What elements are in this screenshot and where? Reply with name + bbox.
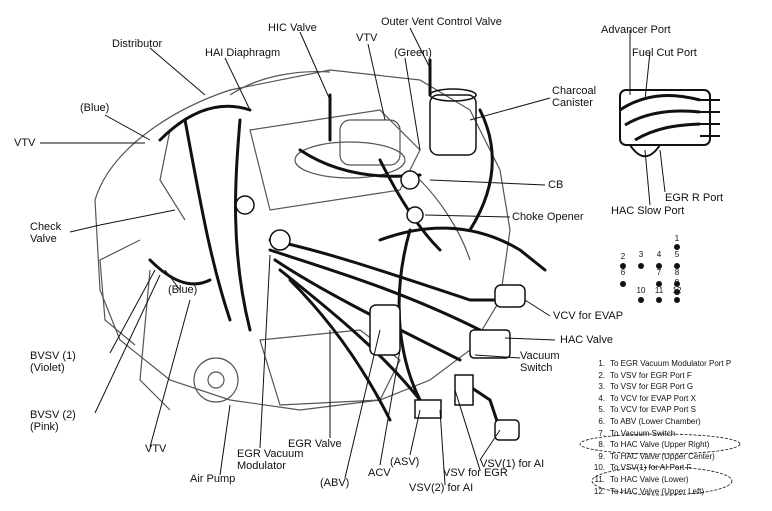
pointer-lines xyxy=(40,27,666,486)
label-blue-mid: (Blue) xyxy=(168,284,198,296)
label-egr-valve: EGR Valve xyxy=(288,438,342,450)
port-number: 11 xyxy=(654,286,664,295)
label-bvsv2: BVSV (2) (Pink) xyxy=(30,409,76,433)
vacuum-hoses xyxy=(148,58,547,432)
legend-item: 12.To HAC Valve (Upper Left) xyxy=(593,486,705,496)
label-hac-valve: HAC Valve xyxy=(560,334,613,346)
legend-item: 1.To EGR Vacuum Modulator Port P xyxy=(598,359,732,368)
port-dot xyxy=(674,281,680,287)
label-vcv-for-evap: VCV for EVAP xyxy=(553,310,624,322)
port-number: 2 xyxy=(620,252,626,261)
port-number: 4 xyxy=(656,250,662,259)
label-choke-opener: Choke Opener xyxy=(512,211,584,223)
port-dot xyxy=(620,263,626,269)
legend-item: 6.To ABV (Lower Chamber) xyxy=(598,416,701,426)
port-dot xyxy=(638,263,644,269)
label-asv: (ASV) xyxy=(390,456,420,468)
port-dot-grid xyxy=(620,244,680,303)
label-distributor: Distributor xyxy=(112,38,163,50)
port-number: 9 xyxy=(674,278,680,287)
legend-item: 3.To VSV for EGR Port G xyxy=(598,382,694,392)
port-pipes-detail xyxy=(619,94,701,142)
label-vsv2-for-ai: VSV(2) for AI xyxy=(409,482,474,494)
charcoal-canister-shape xyxy=(429,88,477,156)
port-dot xyxy=(674,244,680,250)
label-green: (Green) xyxy=(394,47,432,59)
port-number: 10 xyxy=(636,286,646,295)
label-cb: CB xyxy=(548,179,564,191)
port-dot xyxy=(656,281,662,287)
port-number: 3 xyxy=(638,250,644,259)
port-dot xyxy=(638,297,644,303)
port-number: 6 xyxy=(620,268,626,277)
label-hac-slow-port: HAC Slow Port xyxy=(611,205,685,217)
port-dot xyxy=(674,263,680,269)
legend-item: 5.To VCV for EVAP Port S xyxy=(598,405,696,415)
label-check-valve: Check Valve xyxy=(30,221,62,245)
legend-item: 8.To HAC Valve (Upper Right) xyxy=(598,440,710,450)
label-fuel-cut-port: Fuel Cut Port xyxy=(632,47,697,59)
label-vsv1-for-ai: VSV(1) for AI xyxy=(480,458,545,470)
label-hai-diaphragm: HAI Diaphragm xyxy=(205,47,281,59)
port-dot xyxy=(656,263,662,269)
port-number: 8 xyxy=(674,268,680,277)
label-outer-vent-control-valve: Outer Vent Control Valve xyxy=(381,16,502,28)
legend-item: 7.To Vacuum Switch xyxy=(598,428,676,438)
label-blue-top: (Blue) xyxy=(80,102,110,114)
legend-circles xyxy=(579,433,741,496)
port-number: 1 xyxy=(674,234,680,243)
port-dot xyxy=(674,289,680,295)
port-number: 7 xyxy=(656,268,662,277)
port-dot xyxy=(620,281,626,287)
label-vtv-bottom: VTV xyxy=(145,443,167,455)
port-dot xyxy=(674,297,680,303)
label-vtv-top: VTV xyxy=(356,32,378,44)
port-dot xyxy=(656,297,662,303)
label-acv: ACV xyxy=(368,467,391,479)
label-abv: (ABV) xyxy=(320,477,350,489)
label-hic-valve: HIC Valve xyxy=(268,22,317,34)
distributor-cap xyxy=(619,89,720,158)
label-egr-r-port: EGR R Port xyxy=(665,192,724,204)
label-vtv-left: VTV xyxy=(14,137,36,149)
engine-outline xyxy=(94,69,511,411)
label-charcoal-canister: Charcoal Canister xyxy=(552,85,597,109)
legend-item: 9.To HAC Valve (Upper Center) xyxy=(598,451,715,461)
label-vsv-for-egr: VSV for EGR xyxy=(443,467,508,479)
hose-legend: 1.To EGR Vacuum Modulator Port P 2.To VS… xyxy=(579,358,767,497)
legend-item: 2.To VSV for EGR Port F xyxy=(598,370,692,380)
port-number: 5 xyxy=(674,250,680,259)
legend-item: 11.To HAC Valve (Lower) xyxy=(594,474,689,484)
legend-item: 4.To VCV for EVAP Port X xyxy=(598,393,696,403)
port-number-grid: 1 2 3 4 5 6 7 8 9 10 11 12 xyxy=(612,234,696,306)
label-bvsv1: BVSV (1) (Violet) xyxy=(30,350,76,374)
label-air-pump: Air Pump xyxy=(190,473,236,485)
port-number: 12 xyxy=(672,286,682,295)
legend-item: 10.To VSV(1) for AI Port F xyxy=(593,463,692,473)
label-vacuum-switch: Vacuum Switch xyxy=(520,350,560,374)
label-egr-vacuum-modulator: EGR Vacuum Modulator xyxy=(237,448,304,472)
label-advancer-port: Advancer Port xyxy=(601,24,671,36)
